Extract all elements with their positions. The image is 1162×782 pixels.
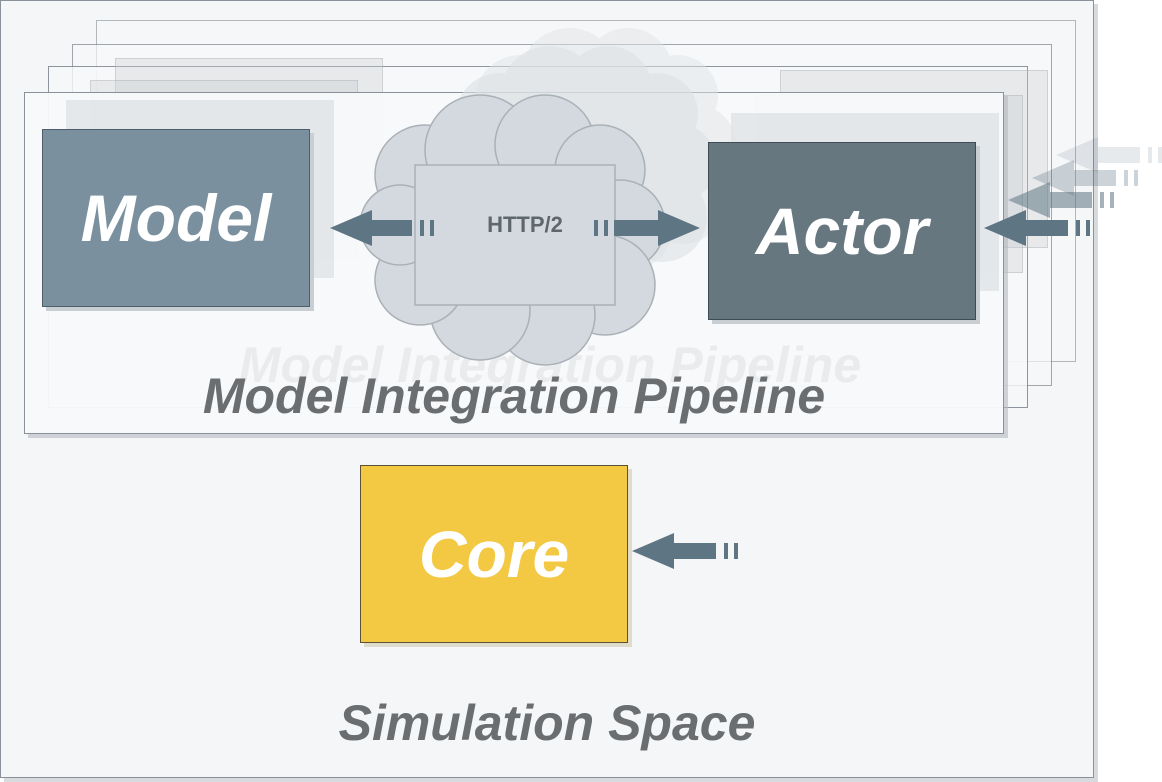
actor-label: Actor — [755, 194, 929, 268]
actor-node: Actor — [708, 142, 976, 320]
core-label: Core — [418, 517, 570, 591]
core-node: Core — [360, 465, 628, 643]
arrow-to-model — [330, 210, 434, 246]
arrow-to-actor — [594, 210, 700, 246]
protocol-label: HTTP/2 — [487, 212, 563, 237]
arrow-into-actor-stack — [1008, 182, 1114, 218]
model-label: Model — [80, 181, 272, 255]
model-node: Model — [42, 129, 310, 307]
simulation-space-label: Simulation Space — [338, 695, 756, 751]
pipeline-label: Model Integration Pipeline — [202, 368, 826, 424]
arrow-into-core — [632, 533, 738, 569]
arrow-into-actor-stack — [1032, 160, 1138, 196]
arrow-into-actor — [984, 210, 1090, 246]
arrow-into-actor-stack — [1056, 137, 1162, 173]
